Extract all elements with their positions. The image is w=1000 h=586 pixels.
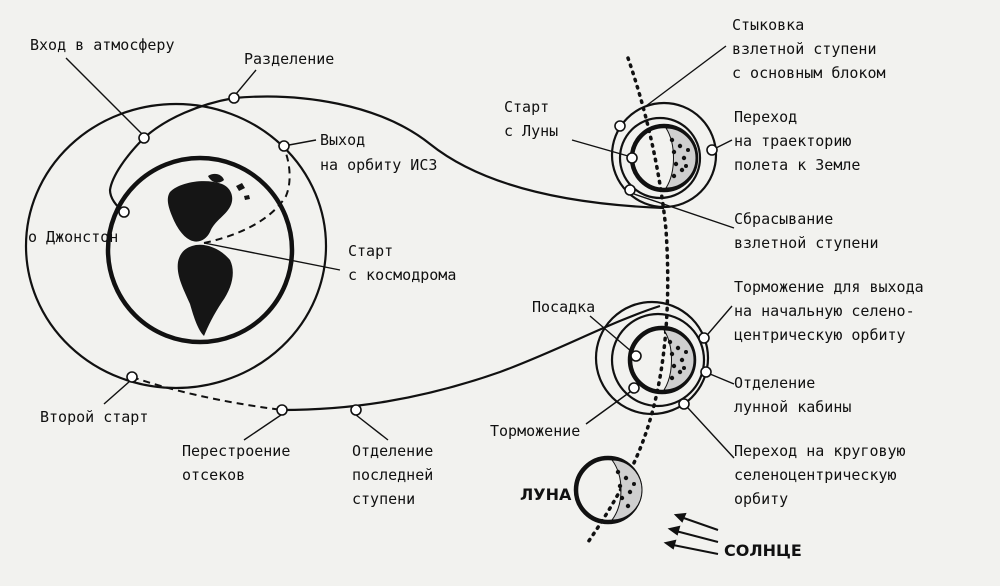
point-orbit-exit — [278, 140, 290, 152]
label-module-sep-1: Отделение — [734, 374, 815, 392]
arrival-mid-orbit — [610, 312, 706, 408]
label-circular-3: орбиту — [734, 490, 788, 508]
point-circular — [678, 398, 690, 410]
island-mark-1 — [236, 183, 245, 191]
label-rebuild-2: отсеков — [182, 466, 245, 484]
leader-docking — [645, 45, 727, 107]
departure-outer-orbit — [610, 101, 718, 209]
south-america-landmass — [177, 244, 233, 336]
moon-arrival-group — [585, 300, 735, 459]
point-braking-orbit — [698, 332, 710, 344]
return-trajectory — [233, 95, 665, 210]
moon-crater-area-upper — [665, 127, 697, 189]
label-moon: ЛУНА — [520, 485, 572, 504]
label-launch-1: Старт — [348, 242, 393, 260]
label-module-sep-2: лунной кабины — [734, 398, 851, 416]
label-landing: Посадка — [532, 298, 595, 316]
label-sun: СОЛНЦЕ — [724, 541, 802, 560]
leader-launch — [203, 242, 341, 271]
leader-transfer — [715, 139, 733, 149]
crater-dots-lower — [667, 339, 688, 381]
point-atmosphere-entry — [138, 132, 150, 144]
label-braking-orbit-1: Торможение для выхода — [734, 278, 924, 296]
leader-braking — [585, 391, 631, 425]
point-transfer — [706, 144, 718, 156]
label-braking-orbit-2: на начальную селено- — [734, 302, 915, 320]
moon-crater-area-bottom — [610, 459, 643, 521]
label-jettison-1: Сбрасывание — [734, 210, 833, 228]
departure-inner-orbit — [618, 116, 702, 200]
point-johnston — [118, 206, 130, 218]
leader-moon-launch — [571, 139, 629, 157]
island-mark-2 — [244, 195, 250, 200]
outbound-trajectory — [281, 304, 661, 412]
earth-outer-orbit — [24, 102, 328, 390]
moon-bottom-group — [573, 455, 643, 525]
label-atmosphere-entry: Вход в атмосферу — [30, 36, 175, 54]
label-last-stage-3: ступени — [352, 490, 415, 508]
departure-dashed-path — [131, 376, 283, 411]
leader-module-sep — [709, 373, 735, 385]
leader-rebuild — [243, 414, 282, 441]
ascent-dashed-path — [203, 147, 291, 244]
moon-departure-group — [571, 45, 735, 229]
label-separation: Разделение — [244, 50, 334, 68]
point-second-launch — [126, 371, 138, 383]
reentry-path — [108, 96, 235, 213]
crater-dots-bottom — [615, 469, 636, 509]
label-docking-3: с основным блоком — [732, 64, 886, 82]
label-rebuild-1: Перестроение — [182, 442, 290, 460]
sun-arrows — [663, 512, 719, 555]
label-last-stage-2: последней — [352, 466, 433, 484]
leader-circular — [687, 407, 735, 459]
point-braking — [628, 382, 640, 394]
leader-second-launch — [103, 380, 131, 405]
label-transfer-1: Переход — [734, 108, 797, 126]
point-rebuild — [276, 404, 288, 416]
label-transfer-2: на траекторию — [734, 132, 851, 150]
label-launch-2: с космодрома — [348, 266, 456, 284]
leader-atmosphere — [65, 57, 143, 135]
label-last-stage-1: Отделение — [352, 442, 433, 460]
label-braking: Торможение — [490, 422, 580, 440]
label-orbit-exit-1: Выход — [320, 131, 365, 149]
leader-last-stage — [355, 414, 389, 441]
point-last-stage — [350, 404, 362, 416]
label-docking-2: взлетной ступени — [732, 40, 877, 58]
earth-disk — [105, 155, 295, 345]
label-braking-orbit-3: центрическую орбиту — [734, 326, 906, 344]
label-transfer-3: полета к Земле — [734, 156, 860, 174]
label-johnston: о Джонстон — [28, 228, 118, 246]
point-jettison — [624, 184, 636, 196]
leader-jettison — [633, 193, 735, 229]
label-jettison-2: взлетной ступени — [734, 234, 879, 252]
label-circular-1: Переход на круговую — [734, 442, 906, 460]
leader-landing — [589, 315, 633, 353]
point-docking — [614, 120, 626, 132]
point-module-sep — [700, 366, 712, 378]
moon-crater-area-lower — [663, 329, 695, 391]
north-america-landmass — [167, 181, 233, 242]
greenland-landmass — [208, 173, 224, 183]
point-landing — [630, 350, 642, 362]
label-second-launch: Второй старт — [40, 408, 148, 426]
leader-separation — [235, 69, 257, 95]
label-moon-launch-1: Старт — [504, 98, 549, 116]
crater-dots-upper — [669, 137, 690, 179]
label-orbit-exit-2: на орбиту ИСЗ — [320, 156, 437, 174]
leader-braking-orbit — [707, 305, 733, 335]
arrival-outer-orbit — [594, 300, 710, 416]
label-docking-1: Стыковка — [732, 16, 804, 34]
earth-system — [24, 57, 665, 441]
point-moon-launch — [626, 152, 638, 164]
leader-orbit-exit — [288, 139, 317, 146]
label-moon-launch-2: с Луны — [504, 122, 558, 140]
label-circular-2: селеноцентрическую — [734, 466, 897, 484]
point-separation — [228, 92, 240, 104]
